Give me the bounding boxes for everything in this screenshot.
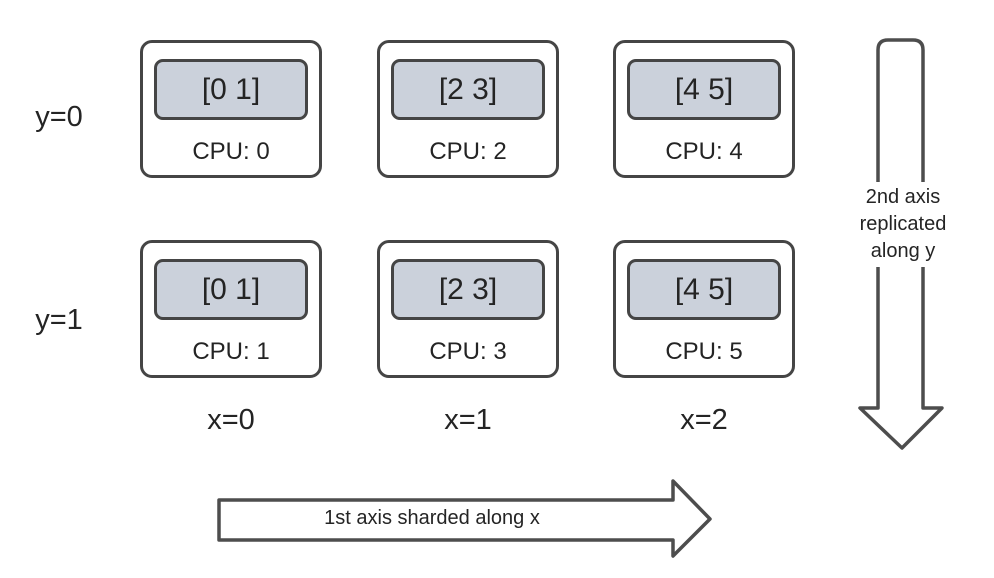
col-label-x0: x=0	[207, 404, 255, 436]
shard-data: [2 3]	[391, 59, 545, 120]
row-label-y0: y=0	[35, 101, 83, 133]
col-label-x1: x=1	[444, 404, 492, 436]
vertical-arrow-label-line: along y	[870, 240, 936, 262]
device-cpu-4: [4 5] CPU: 4	[613, 40, 795, 178]
cpu-label: CPU: 0	[192, 138, 270, 165]
row-label-y1: y=1	[35, 304, 83, 336]
shard-data: [0 1]	[154, 259, 308, 320]
shard-data: [4 5]	[627, 59, 781, 120]
cpu-label: CPU: 1	[192, 338, 270, 365]
device-cpu-1: [0 1] CPU: 1	[140, 240, 322, 378]
horizontal-arrow-label: 1st axis sharded along x	[324, 507, 540, 529]
shard-data: [0 1]	[154, 59, 308, 120]
cpu-label: CPU: 5	[665, 338, 743, 365]
device-cpu-2: [2 3] CPU: 2	[377, 40, 559, 178]
vertical-arrow-label: 2nd axis replicated along y	[843, 182, 963, 267]
col-label-x2: x=2	[680, 404, 728, 436]
device-cpu-3: [2 3] CPU: 3	[377, 240, 559, 378]
vertical-arrow-label-line: replicated	[859, 213, 947, 235]
device-cpu-0: [0 1] CPU: 0	[140, 40, 322, 178]
shard-data: [4 5]	[627, 259, 781, 320]
vertical-arrow-label-line: 2nd axis	[865, 186, 941, 208]
cpu-label: CPU: 3	[429, 338, 507, 365]
cpu-label: CPU: 2	[429, 138, 507, 165]
device-cpu-5: [4 5] CPU: 5	[613, 240, 795, 378]
cpu-label: CPU: 4	[665, 138, 743, 165]
shard-data: [2 3]	[391, 259, 545, 320]
right-arrow-icon	[217, 479, 712, 558]
